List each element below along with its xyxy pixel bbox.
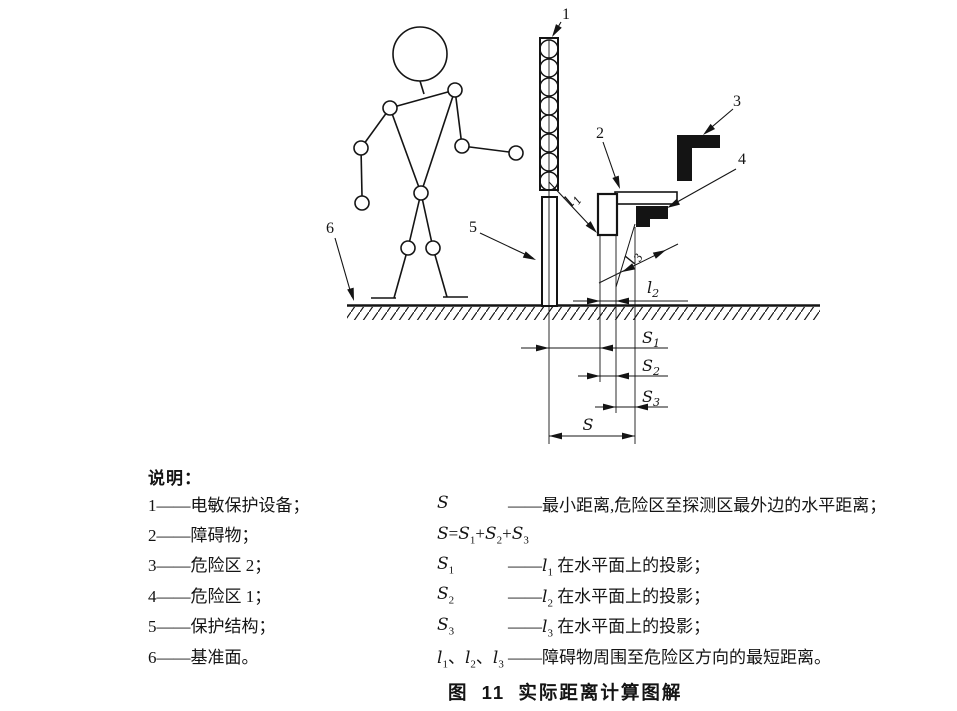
part-label-5: 5 xyxy=(469,219,477,236)
label-s1: S1 xyxy=(642,328,660,350)
label-l1: l1 xyxy=(560,188,585,211)
dimension-s3: S3 xyxy=(595,387,668,411)
legend-symbol-s2: S2 ——l2 在水平面上的投影； xyxy=(437,579,942,609)
part-label-4: 4 xyxy=(738,151,746,168)
legend-item-3: 3——危险区 2； xyxy=(148,556,272,576)
curtain-beam-elements xyxy=(539,39,559,191)
label-s3: S3 xyxy=(642,387,660,409)
legend-item-2: 2——障碍物； xyxy=(148,526,259,546)
arrowhead xyxy=(622,263,636,272)
dimension-s1: S1 xyxy=(521,328,668,352)
legend-right-column: S ——最小距离,危险区至探测区最外边的水平距离； S=S1+S2+S3 S1 … xyxy=(437,488,942,670)
legend-item-6: 6——基准面。 xyxy=(148,647,259,667)
legend-title: 说明： xyxy=(148,469,202,488)
reference-plane xyxy=(347,304,820,320)
arrowhead xyxy=(635,403,648,411)
label-s: S xyxy=(583,415,594,434)
extension-lines xyxy=(548,40,636,444)
figure-head xyxy=(392,26,448,82)
espe-light-curtain xyxy=(539,37,559,191)
figure-joints xyxy=(353,82,524,256)
legend-symbol-s: S ——最小距离,危险区至探测区最外边的水平距离； xyxy=(437,488,942,518)
dimension-l2: l2 xyxy=(573,278,688,305)
arrowhead xyxy=(616,372,629,380)
arrowhead xyxy=(616,297,629,305)
symbol-description: ——最小距离,危险区至探测区最外边的水平距离； xyxy=(508,495,887,515)
legend-item-1: 1——电敏保护设备； xyxy=(148,495,310,515)
legend-symbol-s3: S3 ——l3 在水平面上的投影； xyxy=(437,610,942,640)
leader-lines xyxy=(334,21,737,298)
label-l2: l2 xyxy=(647,278,659,300)
operator-figure xyxy=(353,26,524,299)
protective-structure xyxy=(541,196,558,307)
danger-zone-2 xyxy=(677,135,720,181)
arrowhead xyxy=(703,123,716,135)
symbol: S xyxy=(437,493,449,514)
leader-arrowheads xyxy=(347,24,716,301)
legend-item-5: 5——保护结构； xyxy=(148,617,276,637)
arrowhead xyxy=(667,198,681,208)
symbol: S=S1+S2+S3 xyxy=(437,523,529,546)
symbol-description: ——l2 在水平面上的投影； xyxy=(508,586,711,610)
part-label-1: 1 xyxy=(562,6,570,23)
symbol: S2 xyxy=(437,584,455,607)
danger-zone-1 xyxy=(636,206,668,227)
arrowhead xyxy=(600,344,613,352)
part-label-3: 3 xyxy=(733,93,741,110)
legend-item-4: 4——危险区 1； xyxy=(148,586,272,606)
legend-formula: S=S1+S2+S3 xyxy=(437,518,942,548)
arrowhead xyxy=(347,287,354,301)
arrowhead xyxy=(585,221,597,233)
dimension-s2: S2 xyxy=(578,356,668,380)
arrowhead xyxy=(622,432,635,440)
symbol: S3 xyxy=(437,614,455,638)
arrowhead xyxy=(603,403,616,411)
dimension-s: S xyxy=(549,415,635,440)
arrowhead xyxy=(587,372,600,380)
symbol-description: ——l1 在水平面上的投影； xyxy=(508,556,711,579)
arrowhead xyxy=(587,297,600,305)
part-label-2: 2 xyxy=(596,125,604,142)
symbol-description: ——障碍物周围至危险区方向的最短距离。 xyxy=(508,647,831,667)
symbol-description: ——l3 在水平面上的投影； xyxy=(508,617,711,640)
arrowhead xyxy=(536,344,549,352)
arrowhead xyxy=(549,432,562,440)
figure-caption: 图 11 实际距离计算图解 xyxy=(448,682,683,703)
arrowhead xyxy=(552,24,562,37)
arrowhead xyxy=(612,175,620,189)
technical-diagram: l1 l3 l2 S1 S2 S3 S xyxy=(326,6,820,444)
legend-left-column: 1——电敏保护设备； 2——障碍物； 3——危险区 2； 4——危险区 1； 5… xyxy=(148,488,428,670)
part-label-6: 6 xyxy=(326,220,334,237)
arrowhead xyxy=(652,250,666,259)
label-s2: S2 xyxy=(642,356,660,378)
arrowhead xyxy=(522,251,536,260)
legend-symbol-s1: S1 ——l1 在水平面上的投影； xyxy=(437,549,942,579)
symbol: l1、l2、l3 xyxy=(437,647,504,671)
symbol: S1 xyxy=(437,553,455,577)
obstacle xyxy=(596,191,678,237)
legend-symbol-l123: l1、l2、l3 ——障碍物周围至危险区方向的最短距离。 xyxy=(437,640,942,670)
label-l3: l3 xyxy=(621,247,646,268)
